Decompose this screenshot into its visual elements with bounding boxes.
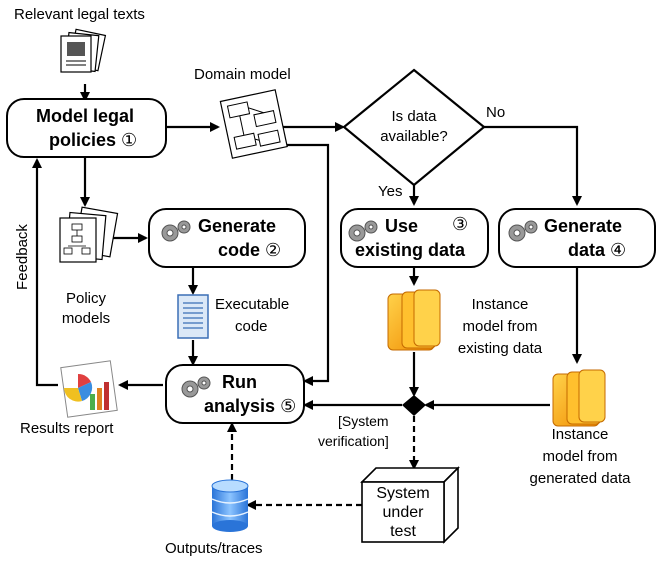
use-existing-line2: existing data: [355, 240, 466, 260]
step-5-marker: ⑤: [280, 396, 297, 417]
edges: [32, 84, 582, 510]
instance-existing-line3: existing data: [457, 340, 543, 357]
generate-data-box: [498, 208, 656, 268]
decision-diamond: [342, 68, 486, 187]
run-analysis-line1: Run: [222, 372, 257, 392]
results-report-label: Results report: [20, 420, 114, 437]
outputs-traces-label: Outputs/traces: [165, 540, 263, 557]
step-1-marker: ①: [121, 130, 138, 151]
domain-model-label: Domain model: [194, 66, 291, 83]
step-2-marker: ②: [265, 240, 282, 261]
merge-diamond: [402, 395, 426, 416]
sut-line1: System: [376, 485, 430, 502]
gear-icon: [508, 220, 538, 242]
chart-report-icon: [60, 360, 118, 418]
uml-diagram-icon: [219, 89, 288, 159]
cube-icon: [360, 466, 460, 544]
executable-code-line2: code: [235, 318, 268, 335]
policy-models-line1: Policy: [65, 290, 106, 307]
edge-decision-no: [484, 125, 582, 206]
step-4-marker: ④: [610, 240, 627, 261]
flowchart-docs-icon: [59, 206, 119, 263]
instance-generated-line3: generated data: [529, 470, 631, 487]
instance-generated-line1: Instance: [551, 426, 609, 443]
folder-stack-icon: [387, 289, 441, 351]
generate-data-line2: data ④: [568, 239, 626, 262]
run-analysis-line2: analysis ⑤: [204, 395, 296, 418]
feedback-label: Feedback: [13, 224, 31, 290]
model-policies-line2-text: policies: [49, 130, 117, 150]
generate-data-line1: Generate: [544, 216, 623, 236]
generate-code-line1: Generate: [198, 216, 277, 236]
code-document-icon: [177, 294, 209, 339]
instance-existing-line2: model from: [462, 318, 538, 335]
model-policies-line2: policies ①: [49, 129, 137, 152]
generate-code-box: [148, 208, 306, 268]
yes-label: Yes: [378, 183, 403, 200]
generate-code-line2-text: code: [218, 240, 261, 260]
edge-feedback: [32, 158, 58, 387]
document-stack-icon: [60, 28, 107, 73]
generate-data-line2-text: data: [568, 240, 606, 260]
edge-domain-to-run: [283, 143, 330, 386]
decision-line2: available?: [380, 128, 448, 145]
gear-icon: [181, 376, 211, 398]
use-existing-line1: Use: [385, 216, 419, 236]
database-icon: [211, 479, 249, 532]
gear-icon: [348, 220, 378, 242]
policy-models-line2: models: [61, 310, 111, 327]
executable-code-line1: Executable: [215, 296, 290, 313]
no-label: No: [486, 104, 506, 121]
legal-texts-label: Relevant legal texts: [14, 6, 145, 23]
sut-line2: under: [382, 504, 424, 521]
sut-line3: test: [390, 523, 416, 540]
verification-line2: verification]: [318, 433, 389, 449]
folder-stack-icon: [552, 369, 606, 427]
decision-line1: Is data: [391, 108, 437, 125]
instance-generated-line2: model from: [542, 448, 618, 465]
use-existing-box: [340, 208, 489, 268]
step-3-marker: ③: [452, 214, 469, 235]
instance-existing-line1: Instance: [471, 296, 529, 313]
generate-code-line2: code ②: [218, 239, 281, 262]
model-policies-box: [6, 98, 167, 158]
verification-line1: [System: [338, 413, 389, 429]
model-policies-line1: Model legal: [36, 106, 135, 126]
gear-icon: [161, 220, 191, 242]
run-analysis-line2-text: analysis: [204, 396, 276, 416]
